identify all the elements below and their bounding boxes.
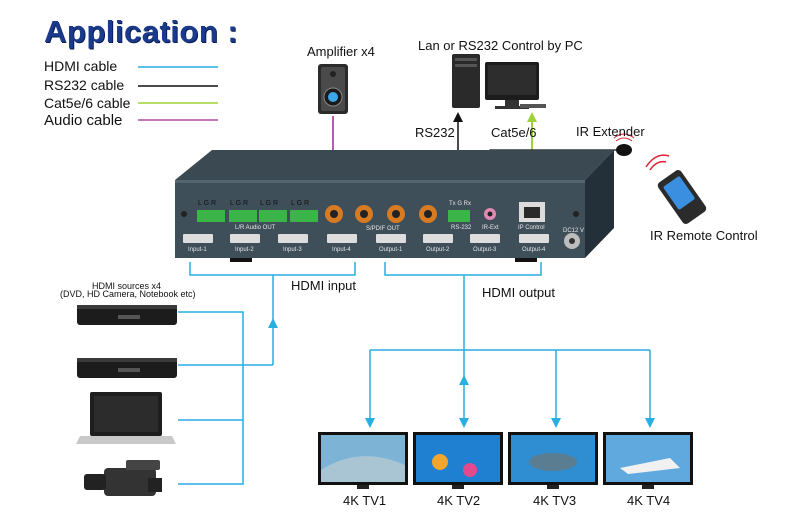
sources-label-line1: HDMI sources x4: [92, 281, 162, 291]
hd-camera-icon: [84, 460, 162, 496]
pc-control-label: Lan or RS232 Control by PC: [418, 38, 583, 53]
amplifier-icon: [318, 64, 348, 114]
legend-label-audio: Audio cable: [44, 112, 123, 129]
hdmi-input-bracket: [189, 262, 356, 276]
spdif-port-1: [325, 205, 343, 223]
hdmi-port-input-3: [278, 234, 308, 243]
ir-ext-label: IR-Ext: [482, 225, 499, 231]
tv-label-2: 4K TV2: [437, 493, 481, 508]
page-title: Application :: [44, 14, 239, 49]
ir-extender-label: IR Extender: [576, 124, 645, 139]
hdmi-port-output-3: [470, 234, 500, 243]
tv-2: [413, 432, 503, 489]
amplifier-label: Amplifier x4: [307, 44, 375, 59]
port-label-output-4: Output-4: [522, 247, 546, 253]
sources-label-line2: (DVD, HD Camera, Notebook etc): [60, 289, 196, 299]
hdmi-output-drops: [369, 350, 651, 420]
legend-label-rs232: RS232 cable: [44, 77, 125, 93]
ir-remote-icon: [645, 154, 707, 224]
tv2-arrow: [459, 418, 469, 428]
audio-terminal-2: [229, 210, 257, 222]
port-label-input-2: Input-2: [235, 247, 254, 253]
hdmi-input-label: HDMI input: [291, 278, 357, 293]
tv-label-3: 4K TV3: [533, 493, 577, 508]
device-side: [585, 150, 614, 258]
power-jack: [564, 233, 580, 249]
rs232-arrow-up: [453, 112, 463, 122]
hdmi-port-output-4: [519, 234, 549, 243]
dvd-player-1: [77, 305, 177, 325]
spdif-label: S/PDIF OUT: [366, 226, 400, 232]
legend-label-cat5: Cat5e/6 cable: [44, 95, 131, 111]
tv4-arrow: [645, 418, 655, 428]
hdmi-sources-bus: [178, 311, 244, 485]
notebook-icon: [76, 392, 176, 444]
audio-group-label-3: L G R: [260, 200, 279, 207]
ir-ext-jack: [484, 208, 496, 220]
tv3-arrow: [551, 418, 561, 428]
port-label-output-1: Output-1: [379, 247, 403, 253]
matrix-device: [175, 150, 614, 262]
port-label-output-2: Output-2: [426, 247, 450, 253]
tv-label-1: 4K TV1: [343, 493, 387, 508]
audio-group-label-4: L G R: [291, 200, 310, 207]
pc-icon: [452, 54, 546, 109]
port-label-input-4: Input-4: [332, 247, 351, 253]
port-label-input-3: Input-3: [283, 247, 302, 253]
tv1-arrow: [365, 418, 375, 428]
hdmi-port-output-1: [376, 234, 406, 243]
spdif-port-4: [419, 205, 437, 223]
hdmi-port-input-4: [327, 234, 357, 243]
audio-out-label: L/R Audio OUT: [235, 225, 276, 231]
audio-group-label-2: L G R: [230, 200, 249, 207]
power-label: DC12 V: [563, 228, 585, 234]
port-label-output-3: Output-3: [473, 247, 497, 253]
spdif-port-2: [355, 205, 373, 223]
ip-control-label: IP Control: [518, 225, 545, 231]
hdmi-port-output-2: [423, 234, 453, 243]
device-top: [175, 150, 614, 180]
hdmi-output-label: HDMI output: [482, 285, 555, 300]
spdif-port-3: [387, 205, 405, 223]
tv-1: [318, 432, 408, 489]
audio-terminal-4: [290, 210, 318, 222]
legend-label-hdmi: HDMI cable: [44, 58, 118, 74]
rs232-label: RS232: [415, 125, 455, 140]
cat5e6-label: Cat5e/6: [491, 125, 537, 140]
audio-terminal-3: [259, 210, 287, 222]
hdmi-port-input-1: [183, 234, 213, 243]
rs232-port-label: RS-232: [451, 225, 472, 231]
hdmi-output-bracket: [384, 262, 542, 276]
audio-terminal-1: [197, 210, 225, 222]
ir-remote-label: IR Remote Control: [650, 228, 758, 243]
audio-group-label-1: L G R: [198, 200, 217, 207]
tv-4: [603, 432, 693, 489]
output-arrow-up: [459, 375, 469, 385]
rs232-pins-label: Tx G Rx: [449, 201, 471, 207]
cat5-arrow-up: [527, 112, 537, 122]
port-label-input-1: Input-1: [188, 247, 207, 253]
hdmi-input-arrow: [268, 318, 278, 328]
tv-label-4: 4K TV4: [627, 493, 671, 508]
rs232-terminal: [448, 210, 470, 222]
tv-3: [508, 432, 598, 489]
hdmi-port-input-2: [230, 234, 260, 243]
dvd-player-2: [77, 358, 177, 378]
ir-extender-icon: [613, 133, 635, 156]
